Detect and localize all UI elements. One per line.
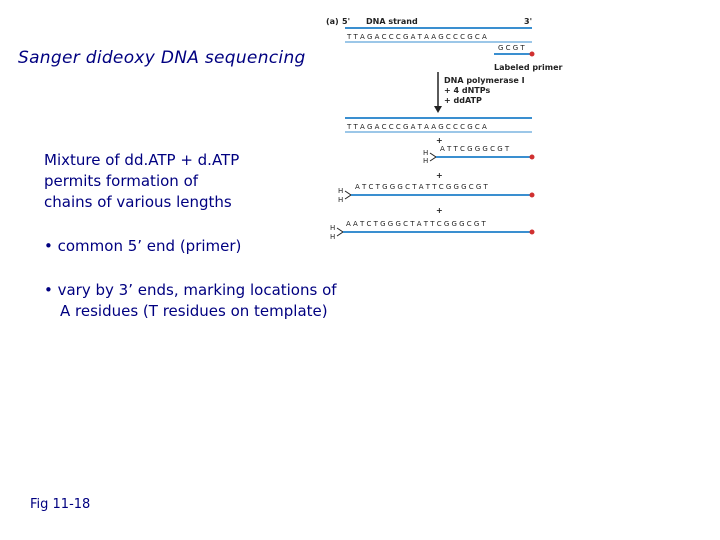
primer-sequence: G C G T [498,44,525,52]
plus-sign-2: + [436,171,443,180]
product-2-h-bottom: H [338,196,343,204]
reaction-arrow-head [434,106,442,113]
product-2-ddnucleotide [344,190,352,200]
description-line-2: permits formation of [44,172,199,190]
slide-title: Sanger dideoxy DNA sequencing [18,48,306,68]
product-1-h-bottom: H [423,157,428,165]
bullet-common-end: • common 5’ end (primer) [44,237,242,255]
template-sequence-2: T T A G A C C C G A T A A G C C C G C A [346,123,487,131]
product-2-h-top: H [338,187,343,195]
primer-label-dot [529,51,535,57]
product-1-ddnucleotide [429,152,437,162]
three-prime-label: 3' [524,17,532,26]
ddatp-label: + ddATP [444,96,482,105]
template-sequence: T T A G A C C C G A T A A G C C C G C A [346,33,487,41]
labeled-primer-label: Labeled primer [494,63,563,72]
description-text: Mixture of dd.ATP + d.ATP permits format… [44,150,304,213]
dntps-label: + 4 dNTPs [444,86,490,95]
product-3-ddnucleotide [336,227,344,237]
product-3-sequence: A A T C T G G G C T A T T C G G G C G T [346,220,487,228]
description-line-1: Mixture of dd.ATP + d.ATP [44,151,240,169]
product-3-label-dot [529,229,535,235]
description-line-3: chains of various lengths [44,193,232,211]
plus-sign-3: + [436,206,443,215]
five-prime-label: 5' [342,17,350,26]
product-1-sequence: A T T C G G G C G T [440,145,510,153]
product-3-h-bottom: H [330,233,335,241]
polymerase-label: DNA polymerase I [444,76,525,85]
panel-label: (a) [326,17,339,26]
product-3-h-top: H [330,224,335,232]
product-2-label-dot [529,192,535,198]
dna-strand-label: DNA strand [366,17,418,26]
figure-label: Fig 11-18 [30,497,91,512]
product-1-label-dot [529,154,535,160]
bullet-vary-ends: • vary by 3’ ends, marking locations of … [44,280,374,322]
product-2-sequence: A T C T G G G C T A T T C G G G C G T [355,183,489,191]
plus-sign-1: + [436,136,443,145]
product-1-h-top: H [423,149,428,157]
bullet-vary-ends-line-2: A residues (T residues on template) [60,302,328,320]
bullet-vary-ends-line-1: • vary by 3’ ends, marking locations of [44,281,337,299]
